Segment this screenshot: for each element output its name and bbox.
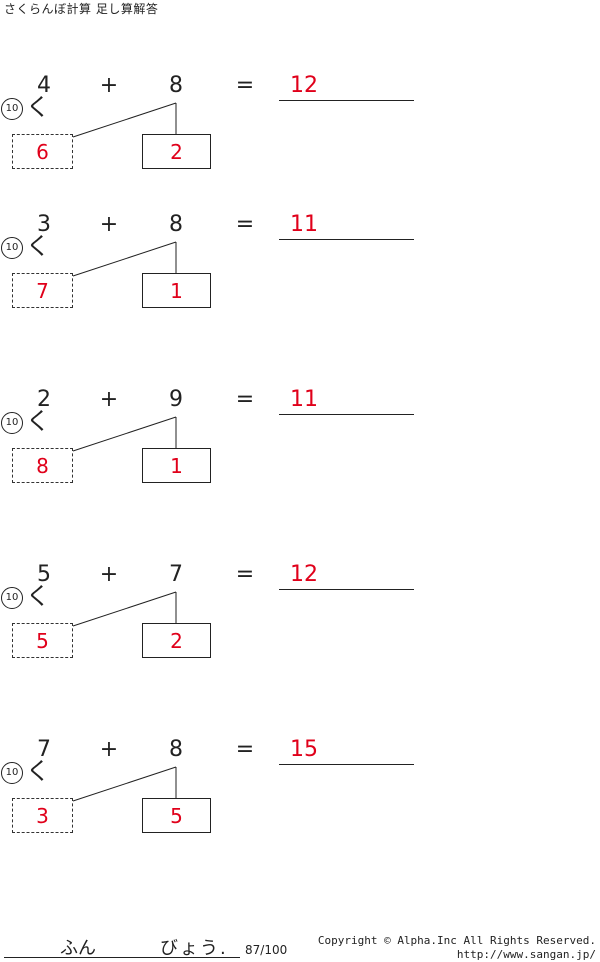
plus-sign: + (99, 737, 119, 762)
bracket-mark: く (26, 582, 50, 610)
ten-circle: 10 (1, 412, 23, 434)
split-right-value: 2 (170, 140, 183, 164)
addend-a: 2 (37, 387, 51, 412)
addend-b: 8 (169, 212, 183, 237)
answer-line (279, 589, 414, 590)
bracket-mark: く (26, 407, 50, 435)
equals-sign: = (235, 562, 255, 587)
equals-sign: = (235, 212, 255, 237)
split-right-value: 5 (170, 804, 183, 828)
copyright-block: Copyright © Alpha.Inc All Rights Reserve… (318, 934, 596, 962)
ten-circle: 10 (1, 587, 23, 609)
answer: 15 (290, 737, 318, 762)
split-right-box: 1 (142, 273, 211, 308)
addend-a: 4 (37, 73, 51, 98)
split-left-value: 5 (36, 629, 49, 653)
addend-a: 7 (37, 737, 51, 762)
plus-sign: + (99, 562, 119, 587)
answer-line (279, 764, 414, 765)
bracket-mark: く (26, 232, 50, 260)
answer-line (279, 414, 414, 415)
equals-sign: = (235, 387, 255, 412)
split-left-value: 7 (36, 279, 49, 303)
split-left-value: 3 (36, 804, 49, 828)
ten-circle: 10 (1, 762, 23, 784)
answer: 11 (290, 212, 318, 237)
addend-b: 7 (169, 562, 183, 587)
split-right-box: 2 (142, 623, 211, 658)
cherry-connector (72, 416, 177, 452)
problem-4: 5 + 7 = 12 10 く 5 2 (0, 564, 600, 674)
answer-line (279, 239, 414, 240)
ten-circle: 10 (1, 237, 23, 259)
addend-b: 9 (169, 387, 183, 412)
page-number: 87/100 (245, 943, 288, 957)
addend-a: 3 (37, 212, 51, 237)
problem-1: 4 + 8 = 12 10 く 6 2 (0, 75, 600, 185)
cherry-connector (72, 241, 177, 277)
copyright-text: Copyright © Alpha.Inc All Rights Reserve… (317, 934, 596, 947)
split-right-value: 2 (170, 629, 183, 653)
seconds-label: びょう. (160, 938, 228, 959)
split-right-value: 1 (170, 454, 183, 478)
plus-sign: + (99, 73, 119, 98)
split-right-box: 2 (142, 134, 211, 169)
page-title: さくらんぼ計算 足し算解答 (4, 2, 159, 16)
problem-3: 2 + 9 = 11 10 く 8 1 (0, 389, 600, 499)
split-left-value: 6 (36, 140, 49, 164)
addend-b: 8 (169, 737, 183, 762)
cherry-connector (72, 766, 177, 802)
answer: 11 (290, 387, 318, 412)
site-url: http://www.sangan.jp/ (456, 948, 596, 961)
split-left-box: 6 (12, 134, 73, 169)
split-right-box: 1 (142, 448, 211, 483)
addend-b: 8 (169, 73, 183, 98)
bracket-mark: く (26, 93, 50, 121)
problem-2: 3 + 8 = 11 10 く 7 1 (0, 214, 600, 324)
bracket-mark: く (26, 757, 50, 785)
split-left-box: 8 (12, 448, 73, 483)
answer-line (279, 100, 414, 101)
equals-sign: = (235, 73, 255, 98)
answer: 12 (290, 562, 318, 587)
split-left-box: 7 (12, 273, 73, 308)
time-underline (4, 957, 240, 958)
split-left-box: 5 (12, 623, 73, 658)
minutes-label: ふん (60, 938, 96, 959)
cherry-connector (72, 591, 177, 627)
split-right-box: 5 (142, 798, 211, 833)
equals-sign: = (235, 737, 255, 762)
split-left-box: 3 (12, 798, 73, 833)
plus-sign: + (99, 212, 119, 237)
addend-a: 5 (37, 562, 51, 587)
plus-sign: + (99, 387, 119, 412)
cherry-connector (72, 102, 177, 138)
ten-circle: 10 (1, 98, 23, 120)
answer: 12 (290, 73, 318, 98)
problem-5: 7 + 8 = 15 10 く 3 5 (0, 739, 600, 849)
split-right-value: 1 (170, 279, 183, 303)
split-left-value: 8 (36, 454, 49, 478)
